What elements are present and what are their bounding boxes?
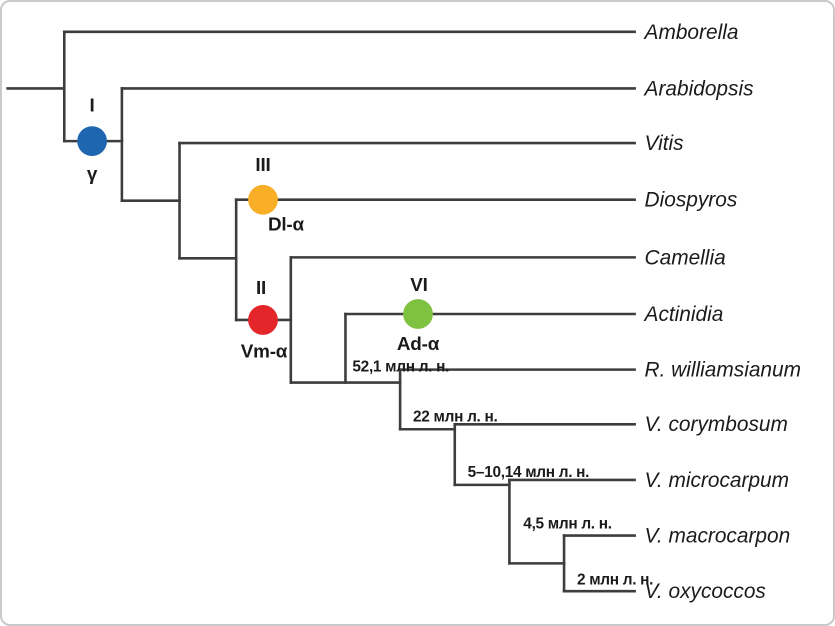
taxon-label-arabidopsis: Arabidopsis <box>643 77 754 100</box>
wgd-name-vm: Vm-α <box>241 341 288 362</box>
wgd-marker-ad-icon <box>403 299 433 329</box>
taxon-label-camellia: Camellia <box>645 246 726 269</box>
divergence-time-label-3: 4,5 млн л. н. <box>523 516 611 533</box>
taxon-label-actinidia: Actinidia <box>643 303 724 326</box>
divergence-time-label-2: 5–10,14 млн л. н. <box>468 464 589 481</box>
wgd-marker-vm-icon <box>248 305 278 335</box>
divergence-time-label-1: 22 млн л. н. <box>413 408 497 425</box>
taxon-label-vitis: Vitis <box>645 132 684 155</box>
taxon-label-v-macrocarpon: V. macrocarpon <box>645 525 791 548</box>
taxon-label-v-corymbosum: V. corymbosum <box>645 413 788 436</box>
divergence-time-label-4: 2 млн л. н. <box>577 571 653 588</box>
taxon-label-v-oxycoccos: V. oxycoccos <box>645 580 766 603</box>
taxon-label-amborella: Amborella <box>643 21 739 44</box>
divergence-time-label-0: 52,1 млн л. н. <box>352 359 449 376</box>
wgd-marker-dl-icon <box>248 184 278 215</box>
taxon-label-r-williamsianum: R. williamsianum <box>645 359 801 382</box>
wgd-numeral-dl: III <box>255 154 270 175</box>
taxon-label-diospyros: Diospyros <box>645 189 738 212</box>
wgd-name-ad: Ad-α <box>397 333 440 354</box>
wgd-numeral-vm: II <box>256 277 266 298</box>
wgd-numeral-: I <box>90 94 95 115</box>
taxon-label-v-microcarpum: V. microcarpum <box>645 469 790 492</box>
wgd-marker--icon <box>77 126 107 157</box>
wgd-name-: γ <box>87 163 98 184</box>
wgd-numeral-ad: VI <box>410 274 427 295</box>
wgd-name-dl: Dl-α <box>268 214 305 235</box>
